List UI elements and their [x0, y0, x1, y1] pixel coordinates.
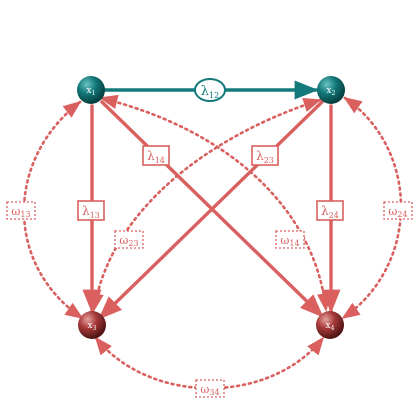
lambda14-label: λ14 [142, 145, 170, 166]
lambda13-label: λ13 [77, 200, 105, 221]
node-x3: x3 [78, 311, 106, 339]
node-x1: x1 [77, 76, 105, 104]
svg-text:λ24: λ24 [321, 204, 339, 220]
svg-text:x2: x2 [327, 86, 336, 97]
svg-text:ω23: ω23 [119, 234, 138, 248]
svg-text:x4: x4 [326, 321, 335, 332]
omega24-label: ω24 [383, 201, 413, 220]
lambda24-label: λ24 [316, 200, 344, 221]
svg-text:λ14: λ14 [147, 149, 165, 165]
node-x2: x2 [317, 76, 345, 104]
omega14-path [99, 94, 332, 312]
svg-text:λ23: λ23 [256, 149, 274, 165]
svg-text:ω13: ω13 [11, 205, 30, 219]
svg-text:x3: x3 [88, 321, 97, 332]
node-x4: x4 [316, 311, 344, 339]
lambda23-label: λ23 [251, 145, 279, 166]
omega23-label: ω23 [114, 230, 144, 249]
lambda23-path [98, 100, 324, 320]
svg-text:ω34: ω34 [200, 383, 219, 397]
svg-text:ω24: ω24 [388, 205, 407, 219]
omega14-label: ω14 [275, 230, 305, 249]
omega34-label: ω34 [195, 379, 225, 398]
svg-text:x1: x1 [87, 86, 96, 97]
svg-text:λ13: λ13 [82, 204, 100, 220]
svg-text:λ12: λ12 [201, 84, 219, 100]
omega13-label: ω13 [6, 201, 36, 220]
lambda12-label: λ12 [194, 78, 226, 102]
svg-text:ω14: ω14 [280, 234, 299, 248]
